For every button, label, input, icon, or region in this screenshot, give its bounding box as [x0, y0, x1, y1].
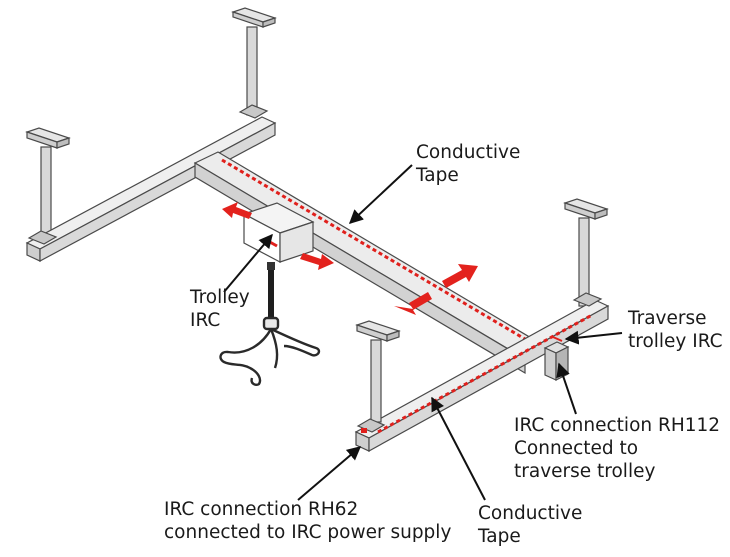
label-line: IRC connection RH62	[164, 499, 359, 520]
label-line: IRC connection RH112	[514, 415, 721, 436]
leader-irc-rh62	[297, 446, 362, 501]
label-line: connected to IRC power supply	[164, 522, 452, 543]
leader-conductive-tape-bottom	[431, 396, 486, 501]
label-line: Conductive	[416, 142, 521, 163]
movement-arrow-trolley-right	[300, 253, 334, 270]
label-line: Trolley	[190, 287, 250, 308]
label-irc-rh112: IRC connection RH112 Connected to traver…	[514, 414, 720, 483]
lift-hanger	[219, 316, 321, 386]
label-conductive-tape-bottom: Conductive Tape	[478, 502, 582, 548]
label-line: Traverse	[628, 308, 707, 329]
label-irc-rh62: IRC connection RH62 connected to IRC pow…	[164, 498, 451, 544]
ceiling-support-right	[563, 198, 609, 307]
label-line: trolley IRC	[628, 331, 723, 352]
leader-conductive-tape-top	[348, 164, 413, 224]
ceiling-support-left	[25, 127, 71, 238]
lift-strap	[267, 262, 275, 320]
label-traverse-trolley-irc: Traverse trolley IRC	[628, 307, 723, 353]
movement-arrow-traverse-lower	[394, 292, 432, 315]
label-line: Conductive	[478, 503, 583, 524]
leader-irc-rh112	[556, 362, 577, 415]
label-conductive-tape-top: Conductive Tape	[416, 141, 520, 187]
movement-arrow-traverse-upper	[442, 264, 478, 288]
leader-traverse-trolley	[564, 330, 623, 345]
conductive-tape-beam	[221, 158, 531, 344]
label-line: IRC	[190, 310, 221, 331]
leader-trolley-irc	[223, 233, 273, 293]
irc-rh62-marker	[361, 428, 367, 433]
movement-arrow-trolley-left	[222, 202, 252, 219]
label-line: Connected to	[514, 438, 639, 459]
leader-lines	[223, 164, 623, 501]
label-line: Tape	[416, 165, 459, 186]
label-line: Tape	[478, 526, 521, 547]
ceiling-support-top-left	[231, 7, 277, 116]
label-trolley-irc: Trolley IRC	[190, 286, 250, 332]
conductive-tape-rail	[377, 313, 593, 434]
label-line: traverse trolley	[514, 461, 656, 482]
